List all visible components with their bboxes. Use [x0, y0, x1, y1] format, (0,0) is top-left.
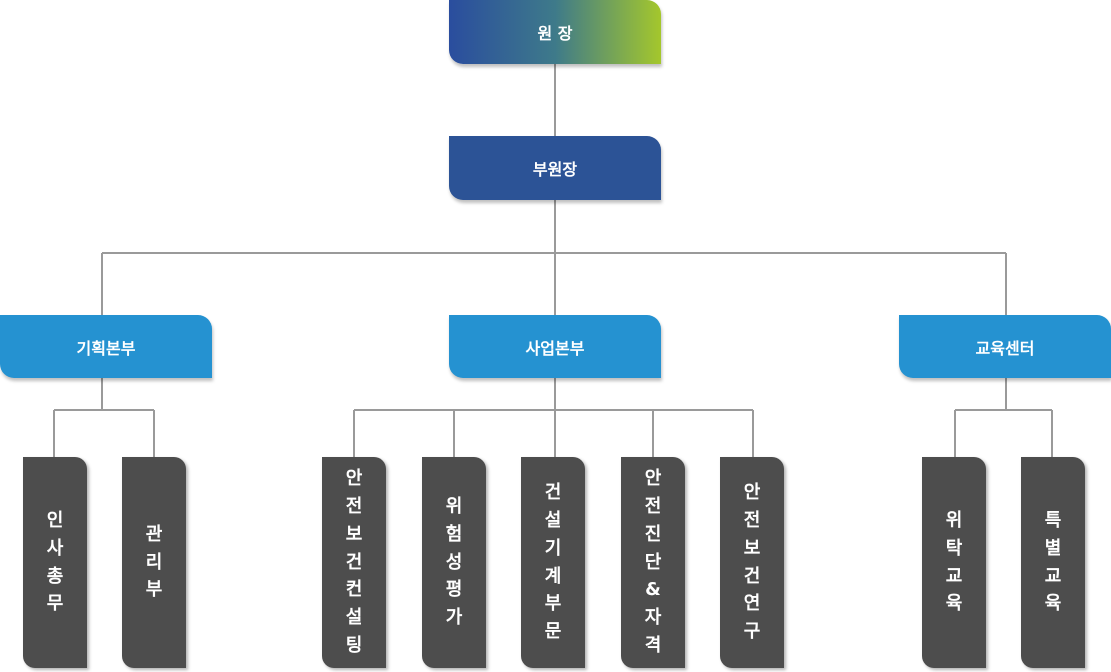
team-label: 특별교육	[1044, 509, 1062, 615]
team-safety-diagnosis: 안전진단&자격	[621, 457, 685, 668]
team-label: 위탁교육	[945, 509, 963, 615]
team-management: 관리부	[122, 457, 186, 668]
team-label: 안전보건연구	[743, 481, 761, 643]
team-label: 건설기계부문	[544, 481, 562, 643]
team-label: 안전보건컨설팅	[345, 467, 363, 657]
division-education: 교육센터	[899, 315, 1111, 378]
team-label: 관리부	[145, 523, 163, 601]
team-label: 인사총무	[46, 509, 64, 615]
division-label: 교육센터	[975, 338, 1035, 358]
division-business: 사업본부	[449, 315, 661, 378]
team-special-education: 특별교육	[1021, 457, 1085, 668]
team-commissioned-education: 위탁교육	[922, 457, 986, 668]
division-label: 사업본부	[525, 338, 585, 358]
division-label: 기획본부	[76, 338, 136, 358]
director-label: 원 장	[537, 24, 573, 43]
deputy-label: 부원장	[532, 160, 578, 179]
team-construction-machinery: 건설기계부문	[521, 457, 585, 668]
team-label: 안전진단&자격	[644, 467, 662, 657]
team-safety-research: 안전보건연구	[720, 457, 784, 668]
team-risk-assessment: 위험성평가	[422, 457, 486, 668]
deputy-box: 부원장	[449, 136, 661, 200]
team-label: 위험성평가	[445, 495, 463, 629]
team-hr-general-affairs: 인사총무	[23, 457, 87, 668]
team-safety-consulting: 안전보건컨설팅	[322, 457, 386, 668]
director-box: 원 장	[449, 0, 661, 64]
division-planning: 기획본부	[0, 315, 212, 378]
